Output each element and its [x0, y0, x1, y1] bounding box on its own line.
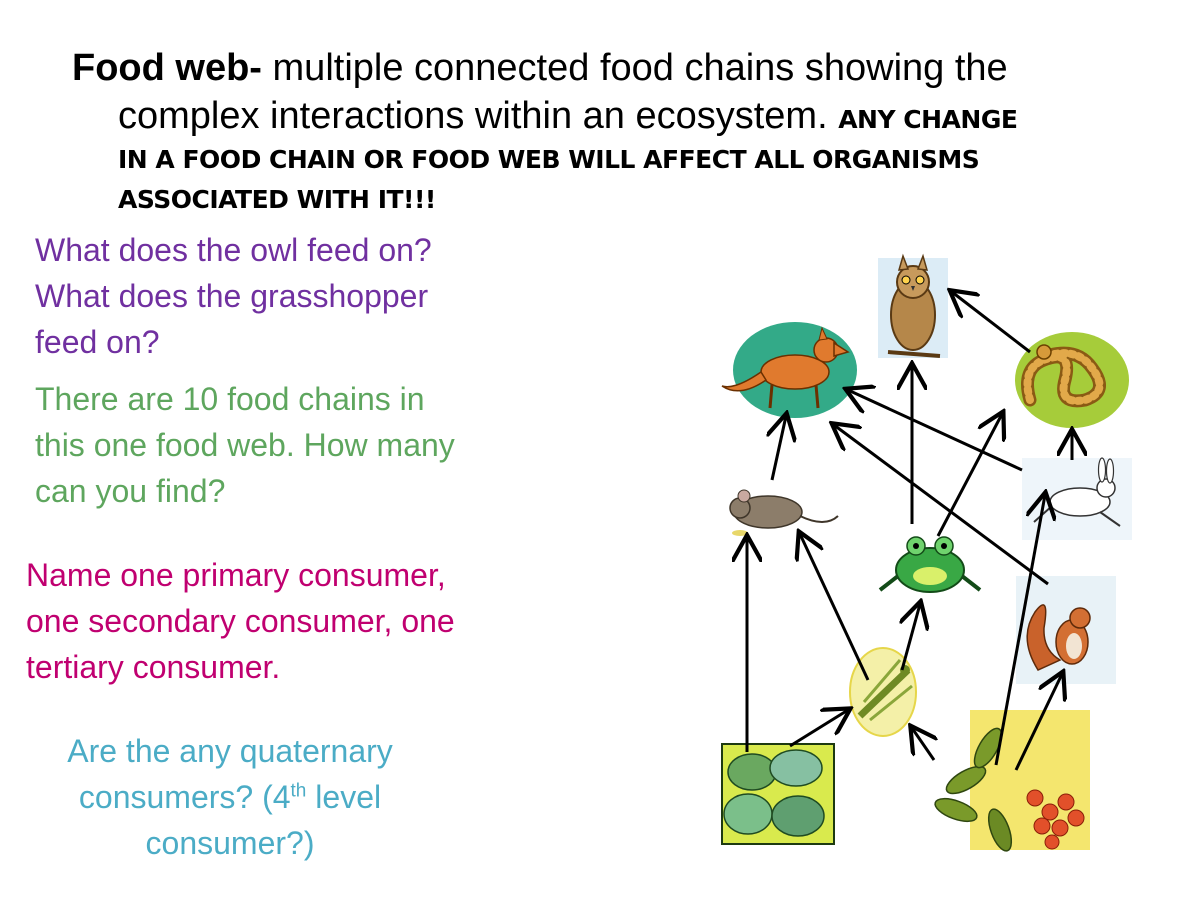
question-consumers: Name one primary consumer, one secondary…	[26, 552, 556, 690]
emphasis-line3: ASSOCIATED WITH IT!!!	[118, 185, 436, 214]
heading-indent: complex interactions within an ecosystem…	[72, 92, 1152, 140]
arrow-leaves-grasshopper	[789, 710, 848, 748]
q2-line3: can you find?	[35, 473, 226, 509]
owl-icon	[878, 253, 948, 358]
q4-sup: th	[290, 780, 307, 802]
question-food-chains: There are 10 food chains in this one foo…	[35, 376, 555, 514]
berry-branch-icon	[934, 710, 1090, 852]
food-web-diagram	[721, 253, 1132, 852]
fox-icon	[721, 322, 857, 418]
arrow-snake-owl	[952, 292, 1031, 354]
q1-line2: What does the grasshopper	[35, 278, 429, 314]
leaves-icon	[721, 743, 835, 845]
arrow-frog-snake	[936, 414, 1002, 537]
q3-line1: Name one primary consumer,	[26, 557, 446, 593]
q4-line3: consumer?)	[145, 825, 315, 861]
arrow-squirrel-fox	[834, 425, 1049, 586]
squirrel-icon	[1016, 576, 1116, 684]
q4-line2: consumers? (4th level	[20, 774, 440, 820]
q3-line2: one secondary consumer, one	[26, 603, 455, 639]
q1-line3: feed on?	[35, 324, 160, 360]
q4-line1: Are the any quaternary	[67, 733, 393, 769]
food-web-arrows	[747, 292, 1072, 771]
snake-icon	[1015, 332, 1129, 428]
emphasis-line2: IN A FOOD CHAIN OR FOOD WEB WILL AFFECT …	[118, 145, 980, 174]
term: Food web-	[72, 47, 262, 89]
definition-line2: complex interactions within an ecosystem…	[118, 95, 839, 137]
arrow-grasshopper-mouse	[800, 534, 870, 681]
q4-line2b: level	[306, 779, 382, 815]
q3-line3: tertiary consumer.	[26, 649, 281, 685]
question-quaternary: Are the any quaternary consumers? (4th l…	[20, 728, 440, 866]
q2-line2: this one food web. How many	[35, 427, 455, 463]
mouse-icon	[729, 489, 839, 536]
arrow-berries-squirrel	[1014, 674, 1062, 771]
q4-line2a: consumers? (4	[78, 779, 291, 815]
arrow-berries-grasshopper	[912, 728, 934, 761]
heading: Food web- multiple connected food chains…	[72, 44, 1152, 220]
arrow-mouse-fox	[772, 416, 786, 481]
arrow-rabbit-fox	[848, 390, 1023, 472]
definition-line1: multiple connected food chains showing t…	[261, 47, 1008, 89]
q2-line1: There are 10 food chains in	[35, 381, 425, 417]
emphasis-line1: ANY CHANGE	[838, 105, 1018, 134]
arrow-grasshopper-frog	[902, 604, 920, 671]
arrow-berries-rabbit	[994, 495, 1045, 766]
question-owl-grasshopper: What does the owl feed on? What does the…	[35, 227, 555, 365]
q1-line1: What does the owl feed on?	[35, 232, 432, 268]
frog-icon	[878, 536, 982, 593]
